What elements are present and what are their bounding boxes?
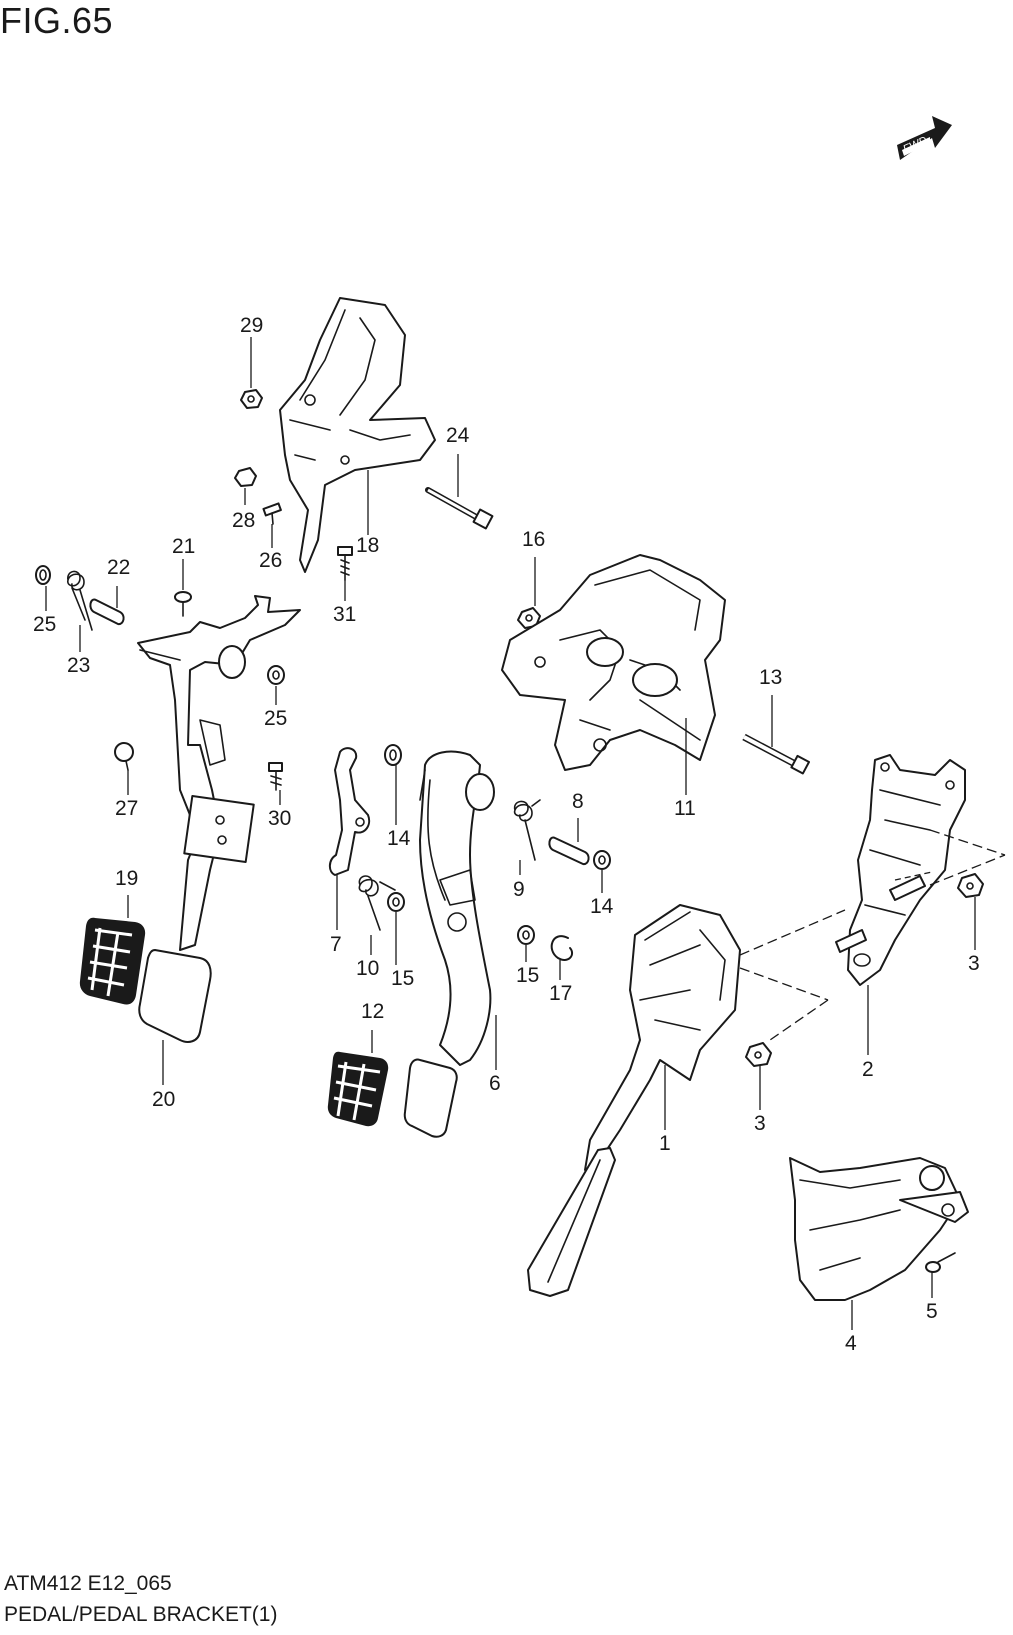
fwd-arrow-icon: FWD [897, 116, 952, 160]
callout-17: 17 [549, 982, 572, 1005]
part-3-nut-upper [957, 873, 984, 898]
callout-5: 5 [926, 1300, 938, 1323]
callout-26: 26 [259, 549, 282, 572]
part-9-spring [513, 799, 541, 861]
part-8-pin [548, 836, 590, 866]
callout-25-left: 25 [33, 613, 56, 636]
part-22-pin [89, 598, 125, 626]
part-1-accelerator-pedal [527, 904, 741, 1297]
leader-lines [45, 337, 976, 1330]
callout-12: 12 [361, 1000, 384, 1023]
part-11-lower-bracket [501, 554, 726, 771]
part-4-cover [789, 1157, 969, 1301]
callout-27: 27 [115, 797, 138, 820]
part-10-spring [358, 875, 396, 931]
callout-16: 16 [522, 528, 545, 551]
callout-20: 20 [152, 1088, 175, 1111]
part-3-nut-lower [745, 1042, 772, 1067]
callout-4: 4 [845, 1332, 857, 1355]
part-17-clip [550, 935, 574, 961]
part-25-bushing-left [35, 565, 51, 585]
part-27-stopper [114, 742, 134, 771]
part-15-bushing-left [387, 892, 405, 912]
callout-30: 30 [268, 807, 291, 830]
callout-11: 11 [674, 797, 696, 820]
callout-31: 31 [333, 603, 356, 626]
part-2-bracket [835, 754, 966, 986]
callout-15-left: 15 [391, 967, 414, 990]
part-26-bolt [262, 502, 282, 525]
callout-1: 1 [659, 1132, 671, 1155]
callout-22: 22 [107, 556, 130, 579]
callout-13: 13 [759, 666, 782, 689]
figure-name: PEDAL/PEDAL BRACKET(1) [4, 1603, 278, 1626]
callout-3-lower: 3 [754, 1112, 766, 1135]
part-24-bolt [425, 487, 494, 530]
callout-24: 24 [446, 424, 470, 447]
part-12-pedal-pad [327, 1051, 389, 1127]
callout-28: 28 [232, 509, 255, 532]
callout-21: 21 [172, 535, 195, 558]
part-14-bushing-left [384, 744, 402, 766]
part-13-bolt [742, 733, 810, 775]
callout-19: 19 [115, 867, 138, 890]
callout-2: 2 [862, 1058, 874, 1081]
figure-code: ATM412 E12_065 [4, 1572, 172, 1595]
part-25-bushing-right [267, 665, 285, 685]
callout-7: 7 [330, 933, 342, 956]
callout-10: 10 [356, 957, 379, 980]
part-21-clip [174, 591, 192, 617]
part-29-nut [240, 389, 263, 409]
callout-14-right: 14 [590, 895, 614, 918]
part-6-brake-pedal [403, 750, 495, 1138]
callout-6: 6 [489, 1072, 501, 1095]
callout-8: 8 [572, 790, 584, 813]
callout-23: 23 [67, 654, 90, 677]
callout-25-right: 25 [264, 707, 287, 730]
callout-labels: 29 28 26 18 31 24 16 11 13 25 23 22 21 2… [33, 314, 980, 1355]
callout-3-upper: 3 [968, 952, 980, 975]
assembly-lines [739, 829, 1006, 1041]
part-20-clutch-pedal [137, 595, 301, 1043]
callout-15-right: 15 [516, 964, 539, 987]
part-23-spring [67, 570, 93, 631]
part-30-bolt [268, 762, 283, 791]
part-7-lever [328, 747, 371, 876]
part-14-bushing-right [593, 850, 611, 870]
part-31-bolt [337, 546, 353, 581]
part-19-pedal-pad [79, 917, 146, 1005]
callout-9: 9 [513, 878, 525, 901]
callout-29: 29 [240, 314, 263, 337]
part-5-screw [925, 1252, 956, 1273]
callout-14-left: 14 [387, 827, 411, 850]
fwd-label: FWD [901, 135, 929, 156]
part-18-upper-bracket [279, 297, 436, 573]
figure-title: FIG.65 [0, 0, 114, 41]
callout-18: 18 [356, 534, 379, 557]
part-28-nut [234, 467, 257, 487]
part-15-bushing-right [517, 925, 535, 945]
